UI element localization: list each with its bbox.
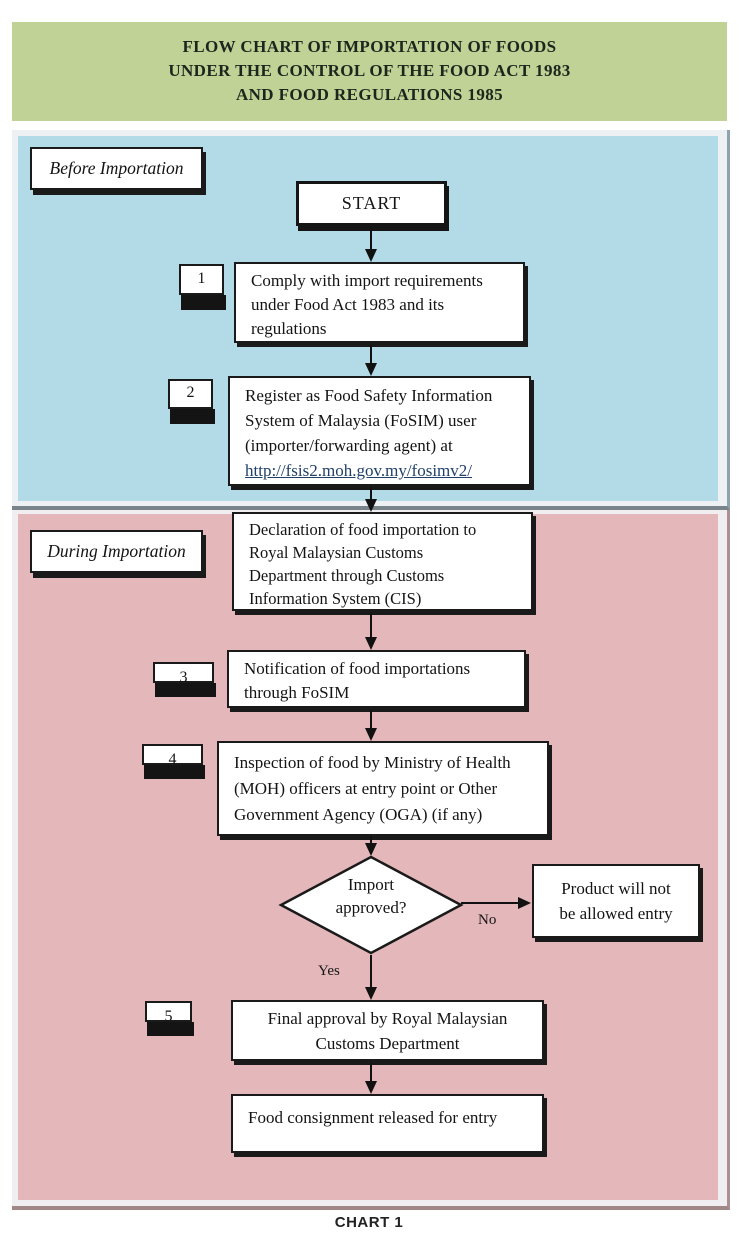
arrow-line-step2-declaration	[370, 487, 372, 499]
step4-text-line: Inspection of food by Ministry of Health	[234, 753, 511, 772]
arrow-down-icon	[365, 987, 377, 1000]
during-importation-label-text: During Importation	[47, 541, 186, 561]
step5-text-line: Customs Department	[315, 1033, 460, 1053]
rejected-text-line: Product will not	[561, 879, 671, 898]
declaration-text-line: Royal Malaysian Customs	[249, 543, 424, 562]
step1-number-label: 1	[179, 264, 226, 310]
released-node: Food consignment released for entry	[231, 1094, 544, 1153]
during-importation-label: During Importation	[30, 530, 203, 573]
step5-node: Final approval by Royal Malaysian Custom…	[231, 1000, 544, 1061]
step2-link-line: http://fsis2.moh.gov.my/fosimv2/	[245, 458, 523, 483]
decision-text-line: Import	[347, 875, 395, 894]
arrow-line-step3-step4	[370, 710, 372, 728]
step2-text-line: (importer/forwarding agent) at	[245, 436, 453, 455]
step5-number-label: 5	[145, 1001, 194, 1036]
step2-number: 2	[186, 384, 195, 401]
step3-text-line: Notification of food importations	[244, 659, 471, 678]
arrow-down-icon	[365, 728, 377, 741]
chart-title-line: AND FOOD REGULATIONS 1985	[235, 85, 504, 104]
step3-number: 3	[179, 669, 188, 686]
step3-node: Notification of food importations throug…	[227, 650, 526, 708]
arrow-down-icon	[365, 1081, 377, 1094]
arrow-down-icon	[365, 363, 377, 376]
step5-number-box	[145, 1001, 192, 1022]
arrow-line-start-step1	[370, 226, 372, 249]
no-branch-label: No	[478, 912, 497, 928]
step1-number-shadow	[181, 295, 226, 310]
decision-text-line: approved?	[335, 898, 407, 917]
declaration-text-line: Department through Customs	[249, 566, 445, 585]
step3-number-box	[153, 662, 214, 683]
start-node-text: START	[341, 193, 402, 213]
step1-text-line: Comply with import requirements	[251, 271, 483, 290]
arrow-line-decision-yes	[370, 955, 372, 987]
step2-number-label: 2	[168, 379, 215, 424]
step2-number-shadow	[170, 409, 215, 424]
step2-node: Register as Food Safety Information Syst…	[228, 376, 531, 486]
released-text: Food consignment released for entry	[248, 1108, 498, 1127]
yes-branch-label: Yes	[318, 963, 340, 979]
step2-text-line: Register as Food Safety Information	[245, 386, 493, 405]
arrow-line-step1-step2	[370, 345, 372, 363]
step3-text-line: through FoSIM	[244, 683, 350, 702]
arrow-line-step4-decision	[370, 836, 372, 843]
arrow-line-step5-released	[370, 1063, 372, 1081]
before-importation-label-text: Before Importation	[49, 158, 184, 178]
declaration-text-line: Information System (CIS)	[249, 589, 422, 608]
start-node: START	[296, 181, 447, 226]
before-importation-label: Before Importation	[30, 147, 203, 190]
step4-number-shadow	[144, 765, 205, 779]
chart-title-banner: FLOW CHART OF IMPORTATION OF FOODS UNDER…	[12, 22, 727, 121]
chart-title-line: UNDER THE CONTROL OF THE FOOD ACT 1983	[168, 61, 571, 80]
chart-caption: CHART 1	[334, 1214, 404, 1231]
decision-text: Import approved?	[305, 873, 437, 919]
step4-number-label: 4	[142, 744, 205, 779]
rejected-text-line: be allowed entry	[559, 904, 673, 923]
step5-number: 5	[164, 1008, 173, 1025]
step2-text-line: System of Malaysia (FoSIM) user	[245, 411, 477, 430]
fosim-registration-link[interactable]: http://fsis2.moh.gov.my/fosimv2/	[245, 461, 472, 480]
step5-text-line: Final approval by Royal Malaysian	[267, 1008, 508, 1028]
step1-number: 1	[197, 270, 206, 287]
declaration-node: Declaration of food importation to Royal…	[232, 512, 533, 611]
chart-title-line: FLOW CHART OF IMPORTATION OF FOODS	[182, 37, 557, 56]
arrow-line-declaration-step3	[370, 613, 372, 637]
rejected-node: Product will not be allowed entry	[532, 864, 700, 938]
arrow-line-decision-no	[461, 902, 518, 904]
arrow-right-icon	[518, 897, 531, 909]
step4-text-line: Government Agency (OGA) (if any)	[234, 805, 483, 824]
step1-number-box	[179, 264, 224, 295]
step4-number: 4	[168, 751, 177, 768]
step1-text-line: regulations	[251, 319, 327, 338]
step3-number-label: 3	[153, 662, 216, 697]
step4-text-line: (MOH) officers at entry point or Other	[234, 779, 498, 798]
step2-number-box	[168, 379, 213, 409]
arrow-down-icon	[365, 843, 377, 856]
arrow-down-icon	[365, 499, 377, 512]
decision-diamond	[278, 855, 464, 955]
step4-node: Inspection of food by Ministry of Health…	[217, 741, 549, 836]
step1-node: Comply with import requirements under Fo…	[234, 262, 525, 343]
step1-text-line: under Food Act 1983 and its	[251, 295, 445, 314]
arrow-down-icon	[365, 637, 377, 650]
declaration-text-line: Declaration of food importation to	[249, 520, 477, 539]
step5-number-shadow	[147, 1022, 194, 1036]
arrow-down-icon	[365, 249, 377, 262]
step3-number-shadow	[155, 683, 216, 697]
step4-number-box	[142, 744, 203, 765]
